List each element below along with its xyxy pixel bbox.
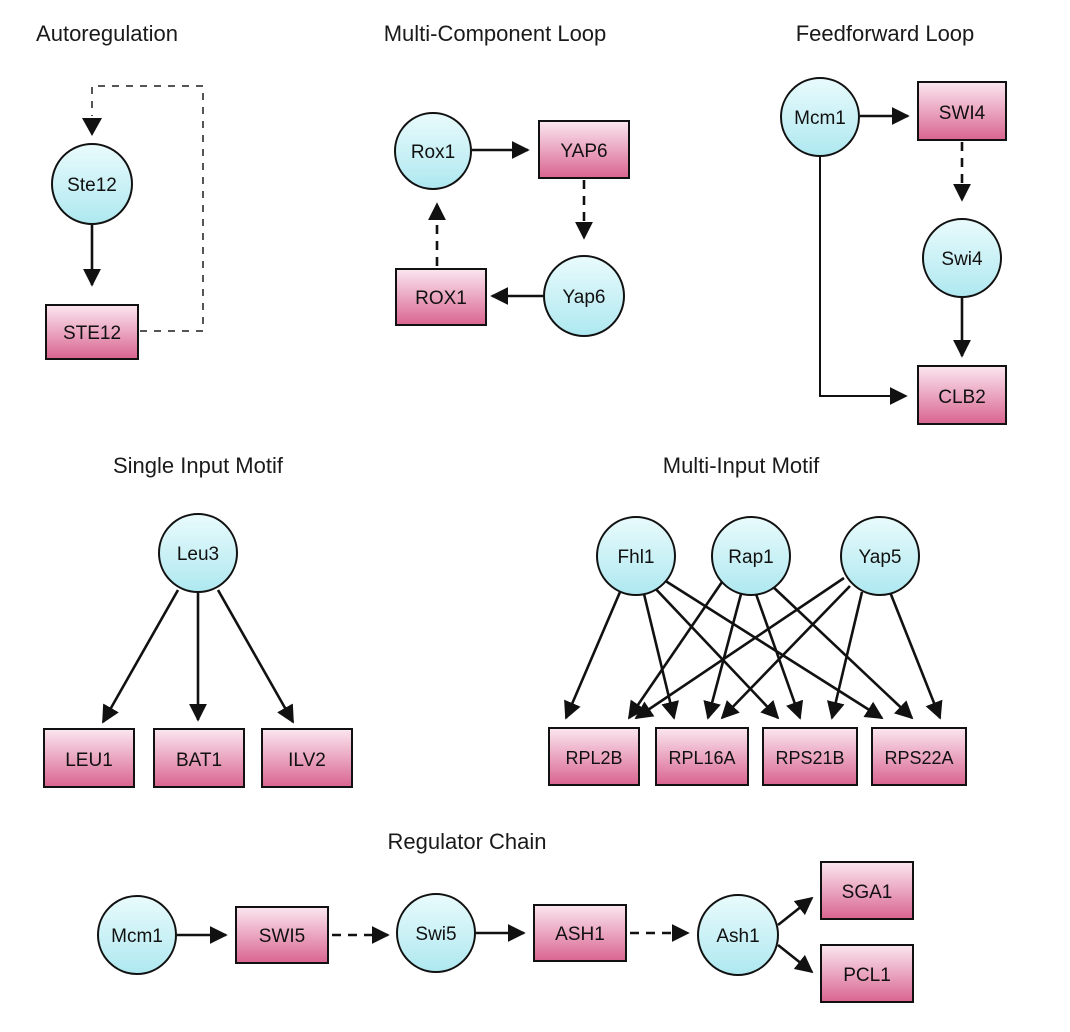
gene-node-rox1 bbox=[395, 268, 487, 326]
regulation-edge bbox=[777, 896, 814, 927]
gene-label: ASH1 bbox=[555, 924, 605, 945]
regulation-edge bbox=[826, 591, 864, 720]
protein-node-ash1 bbox=[697, 894, 779, 976]
protein-node-mcm1 bbox=[780, 77, 860, 157]
gene-node-pcl1 bbox=[820, 944, 914, 1003]
gene-label: SWI5 bbox=[259, 926, 305, 947]
regulation-edge bbox=[769, 583, 914, 720]
feedback-edge bbox=[91, 85, 204, 332]
protein-node-rap1 bbox=[711, 516, 791, 596]
motif-title: Feedforward Loop bbox=[796, 21, 975, 46]
motif-title: Regulator Chain bbox=[388, 829, 547, 854]
gene-node-rps22a bbox=[871, 727, 967, 786]
gene-node-bat1 bbox=[153, 728, 245, 788]
motif-title: Multi-Component Loop bbox=[384, 21, 607, 46]
protein-label: Rox1 bbox=[411, 142, 455, 163]
gene-node-clb2 bbox=[917, 365, 1007, 425]
protein-label: Yap6 bbox=[563, 287, 606, 308]
gene-label: RPS21B bbox=[775, 748, 844, 768]
motif-feedforward-loop: Feedforward Loop Mcm1 SWI4 Swi4 CLB2 bbox=[780, 21, 1007, 425]
multi-input-edges bbox=[564, 576, 943, 720]
regulation-edge bbox=[663, 578, 884, 720]
regulation-edge bbox=[777, 943, 814, 974]
motif-title: Single Input Motif bbox=[113, 453, 284, 478]
gene-label: SWI4 bbox=[939, 103, 986, 124]
protein-label: Ash1 bbox=[716, 926, 759, 947]
protein-node-rox1 bbox=[394, 112, 472, 190]
protein-label: Leu3 bbox=[177, 544, 219, 565]
motif-autoregulation: Autoregulation Ste12 STE12 bbox=[36, 21, 204, 360]
gene-node-rps21b bbox=[762, 727, 858, 786]
protein-label: Mcm1 bbox=[794, 108, 846, 129]
regulation-edge bbox=[888, 591, 943, 720]
gene-label: CLB2 bbox=[938, 387, 986, 408]
gene-node bbox=[45, 304, 139, 360]
protein-label: Yap5 bbox=[859, 547, 902, 568]
protein-label: Rap1 bbox=[728, 547, 773, 568]
regulation-edge bbox=[627, 581, 724, 720]
protein-node bbox=[51, 143, 133, 225]
regulation-edge bbox=[101, 589, 180, 724]
motif-title: Autoregulation bbox=[36, 21, 178, 46]
protein-node-swi4 bbox=[922, 218, 1002, 298]
protein-node-leu3 bbox=[158, 513, 238, 593]
gene-node-leu1 bbox=[43, 728, 135, 788]
protein-node-yap6 bbox=[543, 255, 625, 337]
motif-multi-component-loop: Multi-Component Loop Rox1 YAP6 Yap6 ROX1 bbox=[384, 21, 630, 337]
motif-multi-input: Multi-Input Motif Fhl1 Rap1 Yap5 RPL2B R… bbox=[548, 453, 967, 786]
gene-label: ROX1 bbox=[415, 288, 467, 309]
motif-single-input: Single Input Motif Leu3 LEU1 BAT1 ILV2 bbox=[43, 453, 353, 788]
protein-label: Swi5 bbox=[415, 924, 456, 945]
gene-node-yap6 bbox=[538, 120, 630, 179]
protein-node-mcm1 bbox=[97, 895, 177, 975]
feedforward-edge bbox=[819, 157, 908, 405]
gene-label: BAT1 bbox=[176, 750, 222, 771]
protein-node-yap5 bbox=[840, 516, 920, 596]
gene-label: RPL16A bbox=[668, 748, 735, 768]
gene-label: PCL1 bbox=[843, 965, 891, 986]
regulation-edge bbox=[634, 576, 845, 720]
gene-label: RPS22A bbox=[884, 748, 953, 768]
gene-node-swi4 bbox=[917, 81, 1007, 141]
gene-node-ash1 bbox=[533, 904, 627, 962]
protein-label: Ste12 bbox=[67, 175, 117, 196]
gene-node-ilv2 bbox=[261, 728, 353, 788]
protein-label: Fhl1 bbox=[618, 547, 655, 568]
regulation-edge bbox=[703, 593, 743, 720]
gene-label: SGA1 bbox=[842, 882, 893, 903]
gene-node-rpl2b bbox=[548, 727, 640, 786]
gene-node-rpl16a bbox=[655, 727, 749, 786]
protein-node-swi5 bbox=[396, 893, 476, 973]
gene-label: ILV2 bbox=[288, 750, 326, 771]
motif-title: Multi-Input Motif bbox=[663, 453, 820, 478]
regulation-edge bbox=[754, 593, 804, 720]
gene-label: RPL2B bbox=[565, 748, 622, 768]
protein-node-fhl1 bbox=[596, 516, 676, 596]
regulation-edge bbox=[651, 584, 780, 720]
arrowhead bbox=[82, 118, 102, 136]
regulation-edge bbox=[216, 589, 295, 724]
gene-label: STE12 bbox=[63, 323, 121, 344]
gene-label: LEU1 bbox=[65, 750, 113, 771]
protein-label: Mcm1 bbox=[111, 926, 163, 947]
motif-regulator-chain: Regulator Chain Mcm1 SWI5 Swi5 ASH1 Ash1… bbox=[97, 829, 914, 1003]
gene-node-swi5 bbox=[235, 906, 329, 964]
regulation-edge bbox=[564, 591, 622, 720]
regulation-edge bbox=[720, 585, 851, 720]
regulation-edge bbox=[642, 593, 679, 720]
protein-label: Swi4 bbox=[941, 249, 983, 270]
gene-label: YAP6 bbox=[560, 141, 607, 162]
gene-node-sga1 bbox=[820, 861, 914, 920]
